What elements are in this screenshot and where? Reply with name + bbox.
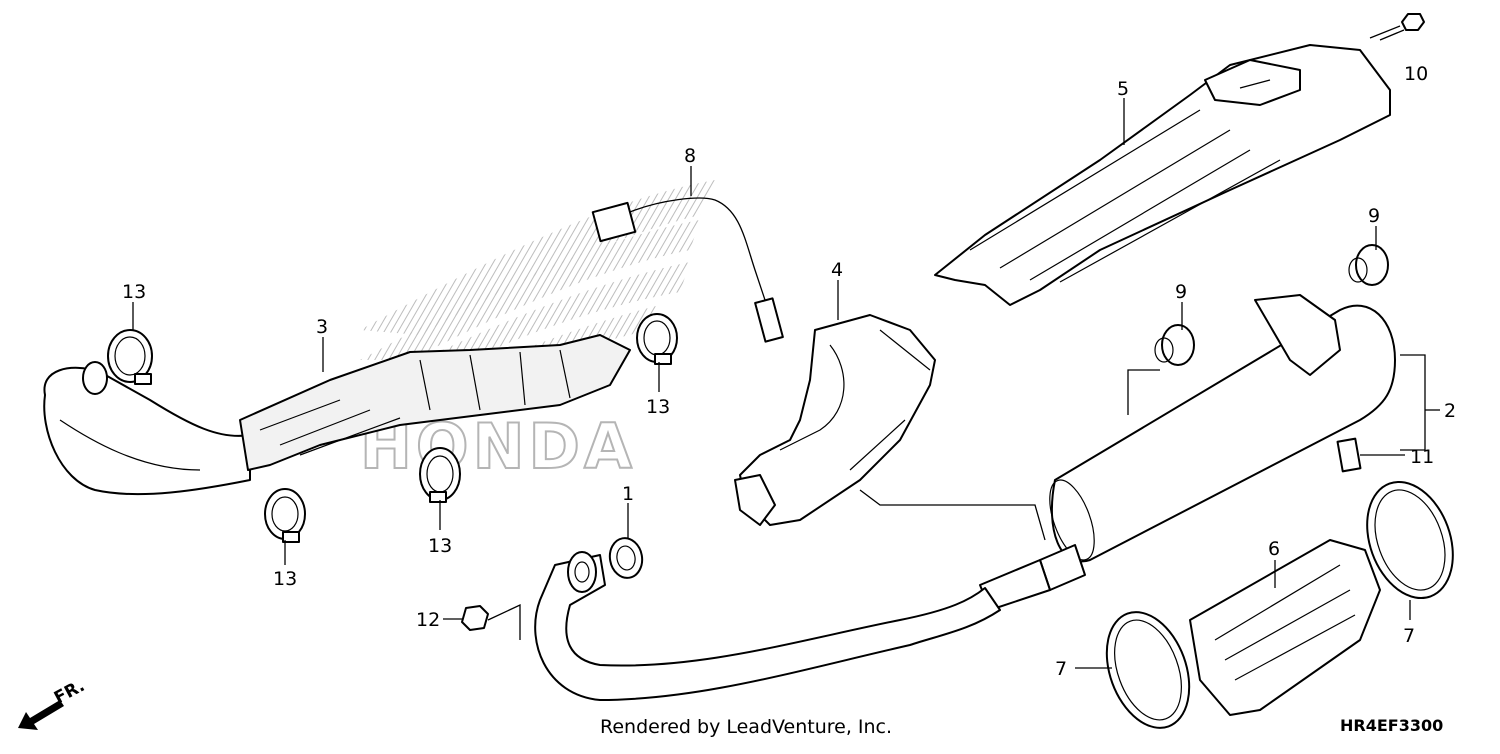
leader-lines xyxy=(132,25,1440,669)
part-1-gasket[interactable] xyxy=(607,536,645,581)
callout-9: 9 xyxy=(1175,281,1187,303)
part-11-bolt[interactable] xyxy=(1336,437,1362,473)
part-2-muffler[interactable] xyxy=(979,294,1396,611)
callout-2: 2 xyxy=(1444,400,1456,422)
part-9-grommet-right[interactable] xyxy=(1348,244,1389,286)
callout-9: 9 xyxy=(1368,205,1380,227)
clamp-13-left-top[interactable] xyxy=(107,329,153,385)
callout-8: 8 xyxy=(684,145,696,167)
callout-12: 12 xyxy=(416,609,440,631)
callout-4: 4 xyxy=(831,259,843,281)
front-direction-arrow: FR. xyxy=(18,676,88,730)
callout-7: 7 xyxy=(1055,658,1067,680)
part-6-tail-shield[interactable] xyxy=(1189,539,1381,716)
callout-6: 6 xyxy=(1268,538,1280,560)
callout-13: 13 xyxy=(273,568,297,590)
callout-10: 10 xyxy=(1404,63,1428,85)
part-7-clamp-right[interactable] xyxy=(1352,470,1468,610)
part-5-muffler-cover[interactable] xyxy=(934,44,1391,306)
part-4-heat-shield[interactable] xyxy=(734,314,936,526)
callout-13: 13 xyxy=(428,535,452,557)
part-10-bolt[interactable] xyxy=(1379,13,1425,41)
callout-11: 11 xyxy=(1410,446,1434,468)
callout-13: 13 xyxy=(122,281,146,303)
part-12-nut[interactable] xyxy=(461,605,489,631)
part-9-grommet-left[interactable] xyxy=(1154,324,1195,366)
callout-1: 1 xyxy=(622,483,634,505)
clamp-13-mid-top[interactable] xyxy=(636,313,678,365)
callout-13: 13 xyxy=(646,396,670,418)
clamp-13-mid-bottom[interactable] xyxy=(419,447,461,503)
callout-5: 5 xyxy=(1117,78,1129,100)
part-8-oxygen-sensor[interactable] xyxy=(591,197,784,343)
part-7-clamp-left[interactable] xyxy=(1092,601,1204,740)
exhaust-pipe-lower[interactable] xyxy=(534,551,1001,701)
callout-3: 3 xyxy=(316,316,328,338)
clamp-13-left-bottom[interactable] xyxy=(264,488,306,543)
callout-7: 7 xyxy=(1403,625,1415,647)
footer-credit: Rendered by LeadVenture, Inc. xyxy=(600,716,892,738)
part-3-exhaust-pipe[interactable] xyxy=(43,334,631,496)
arrow-icon xyxy=(18,700,64,730)
diagram-code: HR4EF3300 xyxy=(1340,716,1443,735)
callout-labels: 13 3 13 13 13 1 8 4 5 10 9 9 2 11 6 7 7 … xyxy=(122,63,1456,680)
